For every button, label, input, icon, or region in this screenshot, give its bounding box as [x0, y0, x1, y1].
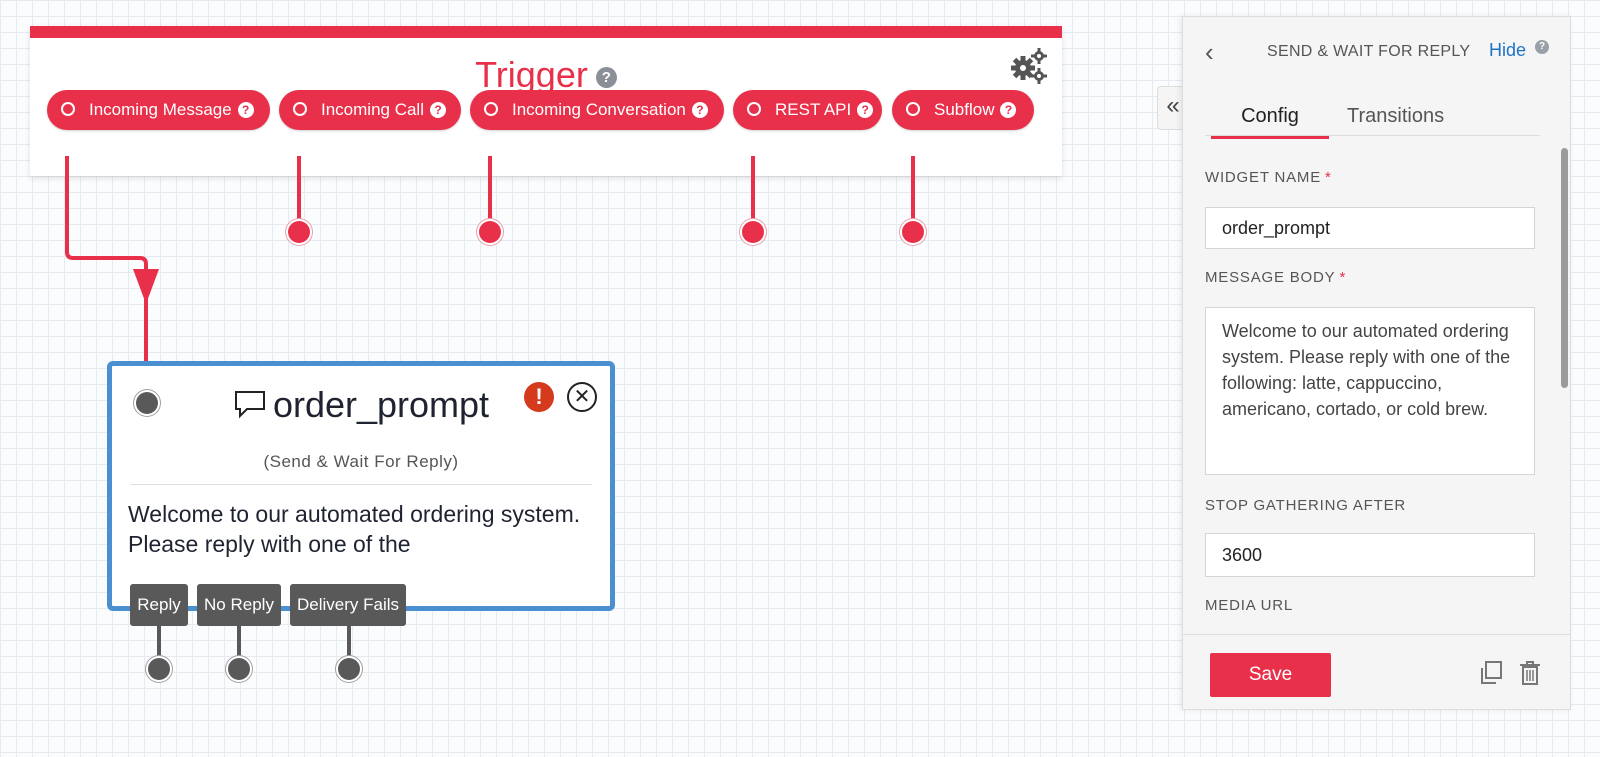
transition-delivery-fails[interactable]: Delivery Fails	[290, 584, 406, 626]
panel-title: SEND & WAIT FOR REPLY	[1267, 43, 1471, 60]
transition-line	[347, 626, 351, 656]
transition-line	[157, 626, 161, 656]
transition-no-reply[interactable]: No Reply	[197, 584, 281, 626]
required-marker: *	[1339, 269, 1347, 286]
hide-link[interactable]: Hide	[1489, 40, 1527, 60]
message-body-label: MESSAGE BODY*	[1205, 269, 1346, 286]
help-icon[interactable]: ?	[691, 102, 708, 118]
back-icon[interactable]: ‹	[1205, 37, 1214, 67]
label-text: WIDGET NAME	[1205, 169, 1322, 186]
transition-handle[interactable]	[228, 658, 250, 680]
tab-transitions[interactable]: Transitions	[1347, 105, 1445, 127]
trigger-title: Trigger?	[30, 54, 1062, 96]
warning-icon[interactable]: !	[524, 382, 554, 412]
pill-label: Incoming Call	[321, 100, 424, 119]
trigger-pill-incoming-conversation[interactable]: Incoming Conversation?	[470, 90, 724, 130]
chat-bubble-icon	[233, 386, 267, 428]
label-text: MESSAGE BODY	[1205, 269, 1336, 286]
message-body-field[interactable]: Welcome to our automated ordering system…	[1205, 307, 1535, 475]
help-icon[interactable]: ?	[237, 102, 254, 118]
transition-reply[interactable]: Reply	[130, 584, 188, 626]
trigger-line	[911, 156, 915, 222]
transition-handle[interactable]	[338, 658, 360, 680]
trash-icon[interactable]	[1518, 660, 1542, 691]
trigger-title-text: Trigger	[475, 54, 588, 95]
trigger-pill-rest-api[interactable]: REST API?	[733, 90, 882, 130]
scrollbar[interactable]	[1561, 148, 1568, 388]
tab-config[interactable]: Config	[1211, 105, 1329, 139]
radio-icon	[484, 102, 498, 116]
widget-title: order_prompt	[112, 384, 610, 428]
radio-icon	[906, 102, 920, 116]
trigger-line	[488, 156, 492, 222]
pill-label: Incoming Conversation	[512, 100, 686, 119]
required-marker: *	[1325, 169, 1332, 186]
widget-type: (Send & Wait For Reply)	[263, 452, 459, 471]
transition-line	[237, 626, 241, 656]
close-icon[interactable]: ✕	[567, 382, 597, 412]
tab-divider	[1205, 135, 1540, 136]
connector-arrow	[65, 156, 159, 392]
radio-icon	[293, 102, 307, 116]
radio-icon	[747, 102, 761, 116]
trigger-pill-subflow[interactable]: Subflow?	[892, 90, 1034, 130]
help-icon[interactable]: ?	[857, 102, 874, 118]
gear-icon[interactable]	[1010, 48, 1048, 93]
help-icon[interactable]: ?	[1535, 40, 1549, 54]
widget-name-label: WIDGET NAME*	[1205, 169, 1332, 186]
widget-body-preview: Welcome to our automated ordering system…	[128, 501, 581, 557]
stop-gathering-field[interactable]: 3600	[1205, 533, 1535, 577]
radio-icon	[61, 102, 75, 116]
trigger-pill-incoming-message[interactable]: Incoming Message?	[47, 90, 270, 130]
trigger-line	[751, 156, 755, 222]
trigger-line	[297, 156, 301, 222]
trigger-help-icon[interactable]: ?	[595, 66, 617, 88]
connection-handle[interactable]	[902, 221, 924, 243]
duplicate-icon[interactable]	[1478, 660, 1504, 691]
pill-label: REST API	[775, 100, 852, 119]
widget-name: order_prompt	[272, 384, 490, 425]
media-url-label: MEDIA URL	[1205, 597, 1294, 614]
connection-handle[interactable]	[479, 221, 501, 243]
save-button[interactable]: Save	[1210, 653, 1331, 697]
help-icon[interactable]: ?	[430, 102, 446, 118]
connection-handle[interactable]	[742, 221, 764, 243]
pill-label: Incoming Message	[89, 100, 232, 119]
input-handle[interactable]	[136, 392, 158, 414]
connection-handle[interactable]	[288, 221, 310, 243]
trigger-pill-incoming-call[interactable]: Incoming Call?	[279, 90, 461, 130]
divider	[130, 484, 592, 485]
config-panel: ‹ SEND & WAIT FOR REPLY Hide ? Config Tr…	[1182, 16, 1571, 710]
pill-label: Subflow	[934, 100, 995, 119]
stop-gathering-label: STOP GATHERING AFTER	[1205, 497, 1407, 514]
widget-name-field[interactable]: order_prompt	[1205, 207, 1535, 249]
widget-node[interactable]: order_prompt ! ✕ (Send & Wait For Reply)…	[107, 361, 615, 611]
transition-handle[interactable]	[148, 658, 170, 680]
panel-footer-divider	[1183, 634, 1570, 635]
help-icon[interactable]: ?	[1000, 102, 1017, 118]
